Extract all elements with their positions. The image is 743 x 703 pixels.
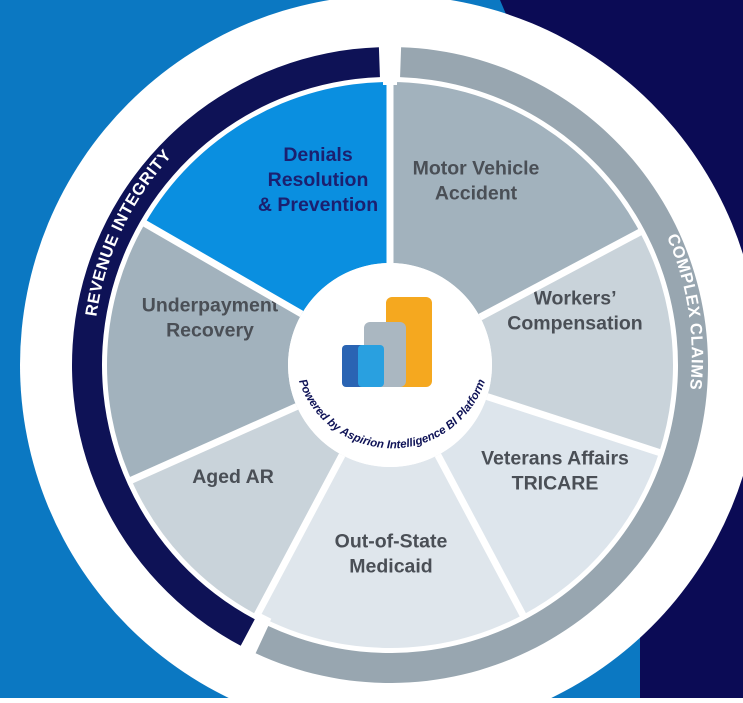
arc-gap-1 (240, 612, 272, 657)
segment-out-of-state (257, 455, 523, 648)
segment-veterans (437, 396, 660, 615)
aspirion-logo-icon (342, 297, 432, 387)
revenue-integrity-arc (72, 47, 380, 646)
segment-dividers (128, 43, 663, 657)
divider-workers-comp (478, 228, 644, 321)
divider-underpayment (128, 403, 299, 485)
segment-motor-vehicle (390, 82, 640, 318)
divider-aged-ar (253, 453, 346, 619)
segment-label-aged-ar: Aged AR (192, 466, 274, 488)
divider-denials (141, 219, 304, 318)
segment-workers-comp (480, 232, 673, 453)
divider-veterans (485, 393, 663, 457)
segment-label-workers-comp: Workers’Compensation (507, 288, 642, 335)
divider-out-of-state (434, 453, 527, 619)
